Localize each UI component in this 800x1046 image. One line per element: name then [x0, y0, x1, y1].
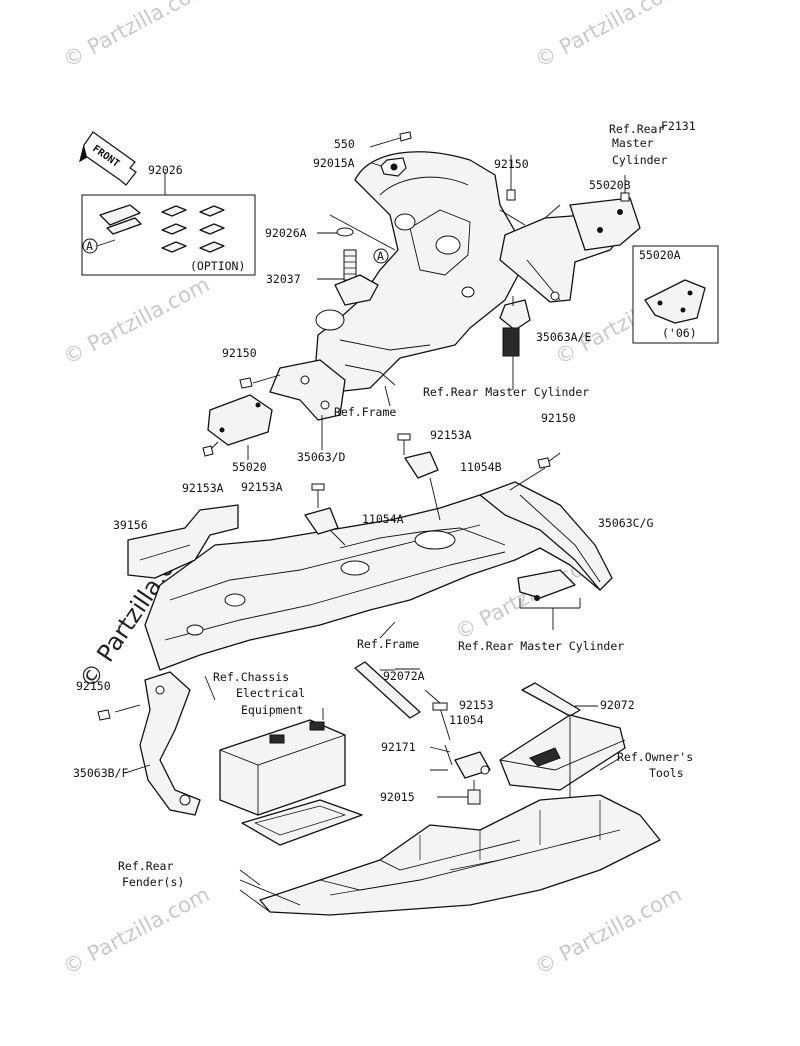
ref-rear-master-cylinder-low: Ref.Rear Master Cylinder — [458, 639, 624, 653]
label-92026a: 92026A — [265, 226, 307, 240]
label-92153a-mid: 92153A — [241, 480, 283, 494]
right-step-bracket — [499, 155, 641, 357]
label-550: 550 — [334, 137, 355, 151]
label-92072a: 92072A — [383, 669, 425, 683]
ref-rear-master-cylinder-top-2: Master — [612, 136, 654, 150]
center-hardware — [432, 702, 491, 805]
ref-frame-top: Ref.Frame — [334, 405, 396, 419]
ref-owners-tools-2: Tools — [649, 766, 684, 780]
figure-code: F2131 — [661, 119, 696, 133]
plate-55020a — [632, 245, 719, 344]
label-92153: 92153 — [459, 698, 494, 712]
label-option: (OPTION) — [190, 259, 245, 273]
main-frame-upper — [314, 151, 526, 393]
ref-frame-low: Ref.Frame — [357, 637, 419, 651]
lower-left-bracket — [97, 671, 201, 816]
shim-set — [161, 205, 225, 253]
rear-fender — [259, 794, 661, 916]
ref-chassis-1: Ref.Chassis — [213, 670, 289, 684]
ref-rear-master-cylinder-top-3: Cylinder — [612, 153, 667, 167]
label-92150-low: 92150 — [76, 679, 111, 693]
label-55020: 55020 — [232, 460, 267, 474]
watermark-7: © Partzilla.com — [531, 882, 685, 979]
label-92171: 92171 — [381, 740, 416, 754]
watermark-6: © Partzilla.com — [59, 882, 213, 979]
label-92153a-top: 92153A — [430, 428, 472, 442]
label-92026: 92026 — [148, 163, 183, 177]
front-arrow-icon: FRONT — [79, 131, 137, 186]
strap-92072a — [354, 661, 421, 719]
label-35063cg: 35063C/G — [598, 516, 653, 530]
ref-chassis-3: Equipment — [241, 703, 303, 717]
ref-rear-master-cylinder-mid: Ref.Rear Master Cylinder — [423, 385, 589, 399]
watermark-1: © Partzilla.com — [59, 0, 213, 72]
option-shim-kit: A — [81, 172, 256, 276]
callout-a-frame: A — [377, 249, 384, 263]
label-32037: 32037 — [266, 272, 301, 286]
label-11054a: 11054A — [362, 512, 404, 526]
part-labels: 550 92015A 92150 Ref.Rear Master Cylinde… — [73, 122, 697, 889]
label-55020b: 55020B — [589, 178, 631, 192]
sub-frame — [144, 481, 613, 671]
label-11054b: 11054B — [460, 460, 502, 474]
watermark-2: © Partzilla.com — [531, 0, 685, 72]
watermark-3: © Partzilla.com — [59, 272, 213, 369]
label-92015: 92015 — [380, 790, 415, 804]
label-11054: 11054 — [449, 713, 484, 727]
ref-chassis-2: Electrical — [236, 686, 305, 700]
label-92150-top: 92150 — [494, 157, 529, 171]
ref-rear-fender-1: Ref.Rear — [118, 859, 173, 873]
label-39156: 39156 — [113, 518, 148, 532]
battery-box — [219, 708, 363, 846]
label-92150-right: 92150 — [541, 411, 576, 425]
label-35063bf: 35063B/F — [73, 766, 128, 780]
label-55020a: 55020A — [639, 248, 681, 262]
ref-owners-tools-1: Ref.Owner's — [617, 750, 693, 764]
label-92150-mid: 92150 — [222, 346, 257, 360]
cover-39156 — [127, 504, 239, 579]
label-35063ae: 35063A/E — [536, 330, 591, 344]
label-year-06: ('06) — [662, 326, 697, 340]
label-35063d: 35063/D — [297, 450, 346, 464]
callout-a-box: A — [86, 239, 93, 253]
left-step-bracket — [202, 359, 346, 460]
pivot-hardware: A — [317, 131, 412, 306]
label-92153a-left: 92153A — [182, 481, 224, 495]
leader-lines — [204, 356, 621, 913]
label-92015a: 92015A — [313, 156, 355, 170]
rail-brackets — [304, 433, 581, 630]
ref-rear-master-cylinder-top-1: Ref.Rear — [609, 122, 664, 136]
label-92072: 92072 — [600, 698, 635, 712]
ref-rear-fender-2: Fender(s) — [122, 875, 184, 889]
